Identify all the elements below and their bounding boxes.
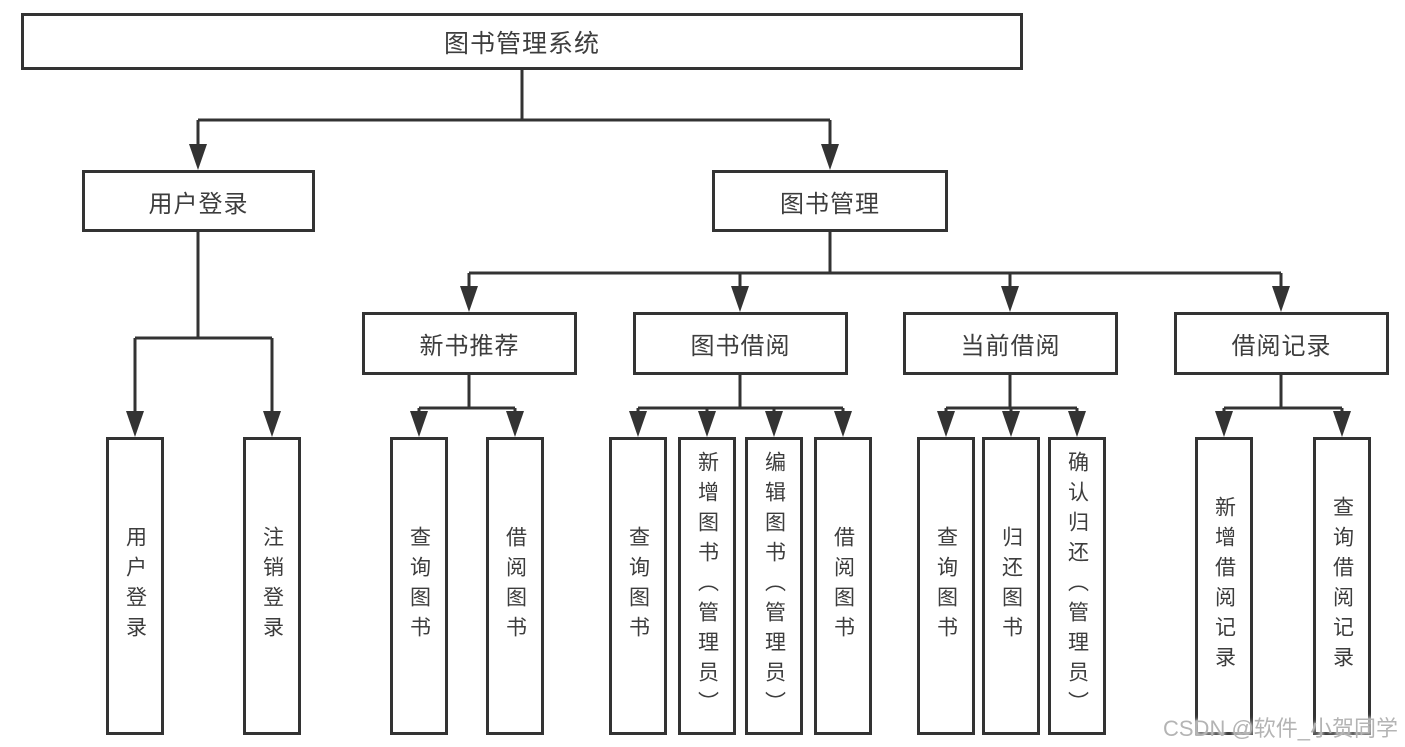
node-user-login-label: 用户登录	[148, 190, 249, 218]
node-book-management-label: 图书管理	[780, 190, 880, 218]
node-borrow-records-label: 借阅记录	[1231, 333, 1332, 360]
leaf-borrow-edit-books-admin-label: 编辑图书（管理员）	[762, 451, 786, 721]
leaf-recommend-query-books-label: 查询图书	[407, 526, 431, 646]
leaf-current-query-books: 查询图书	[917, 437, 975, 735]
leaf-user-login: 用户登录	[106, 437, 164, 735]
node-new-book-recommend-label: 新书推荐	[419, 333, 520, 360]
leaf-current-query-books-label: 查询图书	[934, 526, 958, 646]
node-root: 图书管理系统	[21, 13, 1023, 70]
leaf-borrow-borrow-books: 借阅图书	[814, 437, 872, 735]
leaf-current-confirm-return-admin: 确认归还（管理员）	[1048, 437, 1106, 735]
leaf-current-return-books-label: 归还图书	[999, 526, 1023, 646]
leaf-borrow-edit-books-admin: 编辑图书（管理员）	[745, 437, 803, 735]
node-new-book-recommend: 新书推荐	[362, 312, 577, 375]
leaf-recommend-query-books: 查询图书	[390, 437, 448, 735]
node-book-borrow-label: 图书借阅	[690, 333, 791, 360]
leaf-borrow-add-books-admin-label: 新增图书（管理员）	[695, 451, 719, 721]
node-current-borrow-label: 当前借阅	[960, 333, 1061, 360]
node-root-label: 图书管理系统	[443, 29, 600, 58]
node-book-management: 图书管理	[712, 170, 948, 232]
leaf-records-query-record-label: 查询借阅记录	[1330, 496, 1354, 676]
node-user-login: 用户登录	[82, 170, 315, 232]
leaf-recommend-borrow-books-label: 借阅图书	[503, 526, 527, 646]
node-borrow-records: 借阅记录	[1174, 312, 1389, 375]
leaf-logout: 注销登录	[243, 437, 301, 735]
leaf-current-confirm-return-admin-label: 确认归还（管理员）	[1065, 451, 1089, 721]
leaf-recommend-borrow-books: 借阅图书	[486, 437, 544, 735]
leaf-borrow-add-books-admin: 新增图书（管理员）	[678, 437, 736, 735]
csdn-watermark: CSDN @软件_小贺同学	[1163, 716, 1399, 741]
leaf-records-add-record: 新增借阅记录	[1195, 437, 1253, 735]
node-current-borrow: 当前借阅	[903, 312, 1118, 375]
node-book-borrow: 图书借阅	[633, 312, 848, 375]
leaf-records-add-record-label: 新增借阅记录	[1212, 496, 1236, 676]
leaf-borrow-borrow-books-label: 借阅图书	[831, 526, 855, 646]
leaf-borrow-query-books-label: 查询图书	[626, 526, 650, 646]
leaf-borrow-query-books: 查询图书	[609, 437, 667, 735]
leaf-user-login-label: 用户登录	[123, 526, 147, 646]
leaf-current-return-books: 归还图书	[982, 437, 1040, 735]
leaf-records-query-record: 查询借阅记录	[1313, 437, 1371, 735]
leaf-logout-label: 注销登录	[260, 526, 284, 646]
